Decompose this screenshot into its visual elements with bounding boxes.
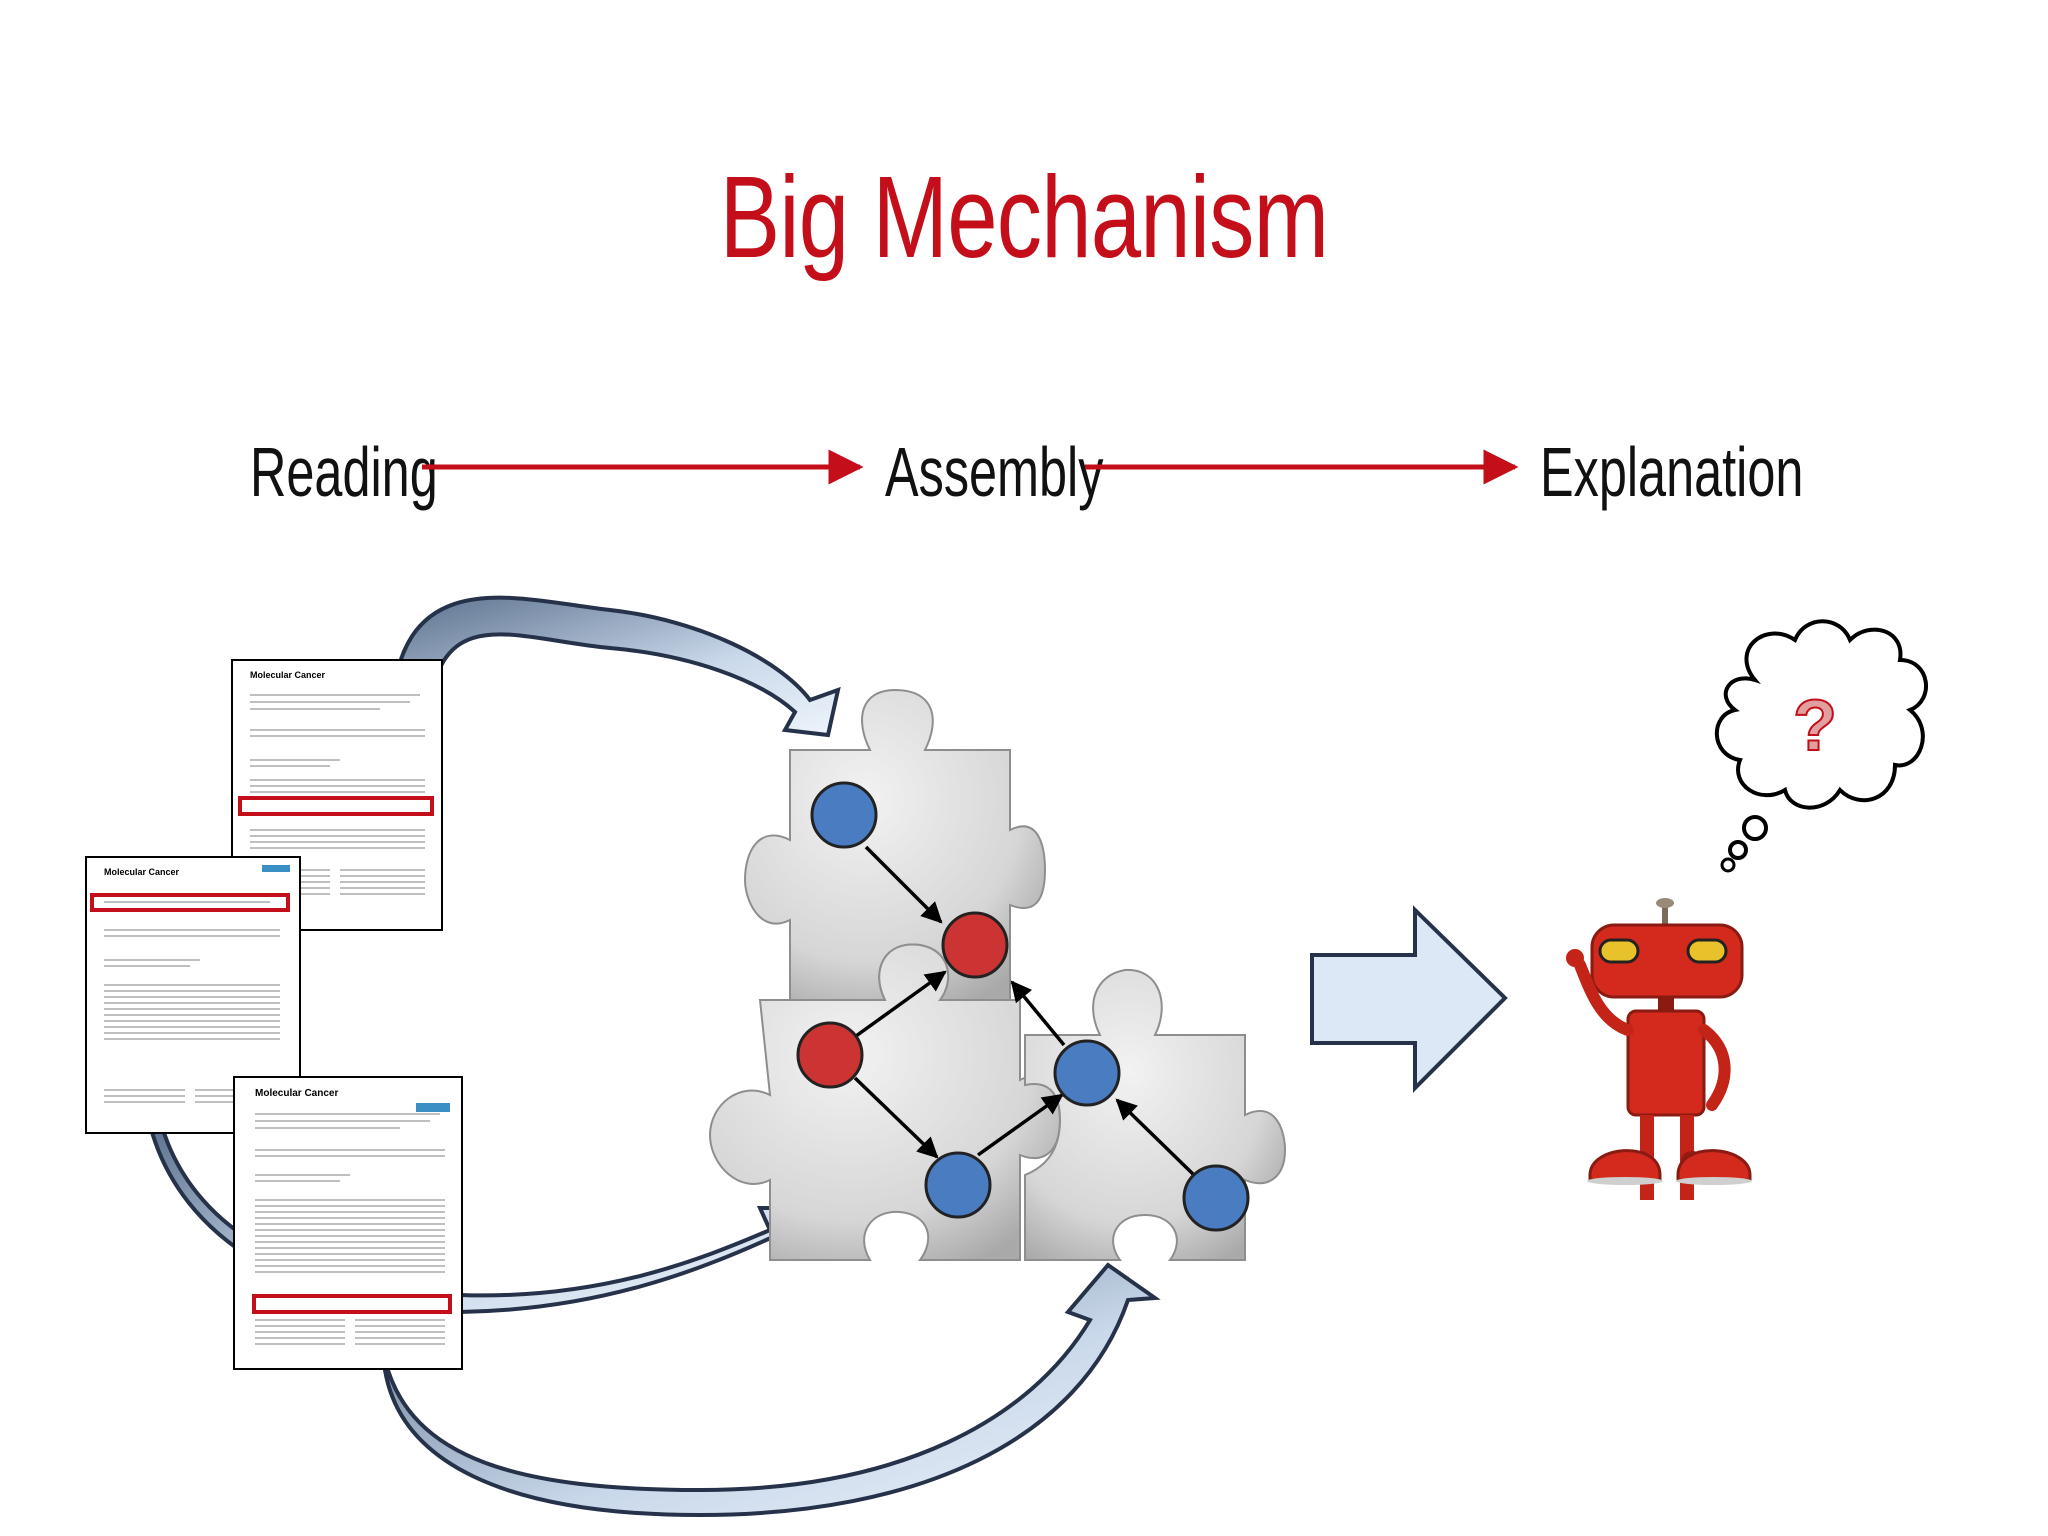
question-mark: ?: [1793, 686, 1837, 766]
stage-reading-label: Reading: [250, 433, 438, 511]
paper-document-1: Molecular Cancer: [231, 659, 443, 931]
edge-n3-n2: [854, 970, 947, 1038]
edge-n3-n4: [853, 1076, 939, 1159]
edge-n1-n2: [864, 845, 943, 924]
slide-title: Big Mechanism: [719, 152, 1329, 282]
paper-2-highlight: [90, 893, 290, 912]
stage-explanation-label: Explanation: [1540, 433, 1804, 511]
paper-2-journal: Molecular Cancer: [104, 867, 180, 877]
paper-3-journal: Molecular Cancer: [255, 1088, 338, 1099]
curved-arrow-bottom: [383, 1262, 1161, 1518]
paper-3-highlight: [252, 1294, 452, 1314]
puzzle-piece-bottom-right: [1024, 968, 1287, 1261]
thought-bubble-icon: ?: [1714, 619, 1928, 873]
curved-arrow-top: [389, 595, 841, 738]
node-n5: [1053, 1039, 1121, 1107]
edge-n4-n5: [976, 1093, 1064, 1157]
edge-n6-n5: [1115, 1098, 1196, 1177]
node-n6: [1182, 1164, 1250, 1232]
block-arrow-icon: [1310, 905, 1508, 1093]
paper-1-highlight: [238, 796, 434, 816]
network-nodes: [796, 781, 1250, 1232]
paper-document-3: Molecular Cancer: [233, 1076, 463, 1370]
edge-n5-n2: [1010, 980, 1066, 1047]
robot-icon: [1566, 898, 1752, 1200]
node-n1: [810, 781, 878, 849]
node-n4: [924, 1151, 992, 1219]
stage-assembly-label: Assembly: [885, 433, 1104, 511]
network-edges: [853, 845, 1196, 1177]
open-access-badge: [416, 1103, 450, 1112]
paper-1-journal: Molecular Cancer: [250, 670, 326, 680]
node-n3: [796, 1021, 864, 1089]
node-n2: [941, 911, 1009, 979]
